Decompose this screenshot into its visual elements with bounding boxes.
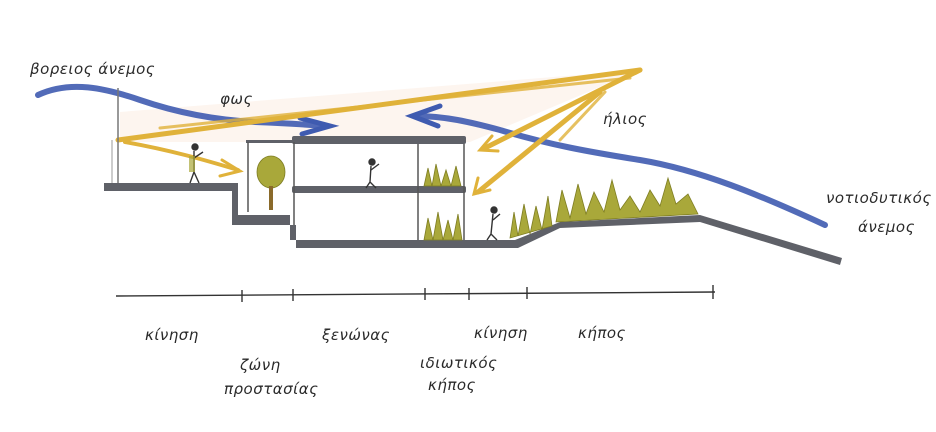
zone-label-private-garden-1: ιδιωτικός bbox=[420, 354, 497, 372]
zone-label-protection-1: ζώνη bbox=[239, 356, 281, 374]
middle-floor-slab bbox=[292, 186, 466, 193]
shrubs-lower-court bbox=[424, 212, 462, 240]
zone-label-guest-room: ξενώνας bbox=[321, 326, 390, 344]
southwest-wind-label-line2: άνεμος bbox=[858, 218, 915, 236]
sun-label: ήλιος bbox=[603, 110, 647, 128]
tree-trunk bbox=[269, 186, 273, 210]
zone-label-movement-2: κίνηση bbox=[474, 324, 528, 342]
tree bbox=[257, 156, 285, 188]
zone-label-movement-1: κίνηση bbox=[145, 326, 199, 344]
zone-axis bbox=[116, 285, 715, 302]
garden-plants bbox=[556, 178, 698, 222]
zone-label-protection-2: προστασίας bbox=[224, 380, 318, 398]
left-pavilion-roof bbox=[246, 140, 294, 143]
vegetation bbox=[257, 156, 698, 240]
person-guest-room bbox=[366, 159, 379, 188]
sun-ray-glass bbox=[125, 142, 238, 170]
zone-label-garden: κήπος bbox=[578, 324, 626, 342]
north-wind-label: βορειος άνεμος bbox=[29, 60, 155, 78]
southwest-wind-label-line1: νοτιοδυτικός bbox=[826, 189, 932, 207]
zone-axis-line bbox=[116, 292, 715, 296]
person-path bbox=[487, 207, 500, 240]
person-entry bbox=[189, 144, 203, 183]
shrubs-upper-court bbox=[424, 164, 461, 186]
light-label: φως bbox=[220, 90, 253, 108]
roof-slab bbox=[292, 136, 466, 144]
zone-label-private-garden-2: κήπος bbox=[428, 376, 476, 394]
